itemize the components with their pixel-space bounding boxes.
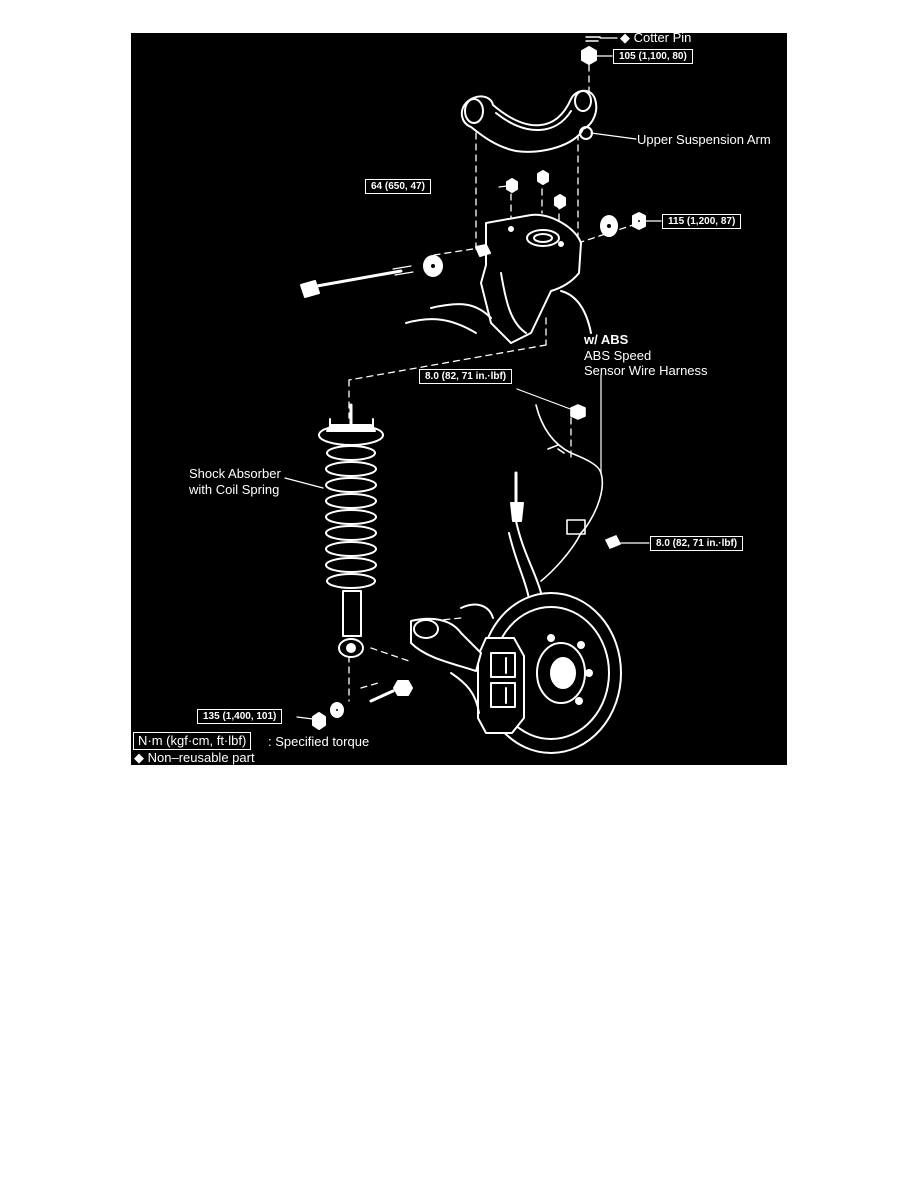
exploded-view-drawing — [284, 36, 662, 754]
pivot-washer-nut-shape — [600, 212, 646, 237]
pivot-bolt-shape — [300, 255, 443, 298]
torque-box-arm-nut: 105 (1,100, 80) — [613, 49, 693, 64]
shock-lower-fasteners-shape — [312, 680, 413, 730]
torque-box-mount-nuts: 64 (650, 47) — [365, 179, 431, 194]
abs-speed-label: ABS Speed — [584, 348, 652, 363]
torque-box-pivot-nut: 115 (1,200, 87) — [662, 214, 742, 229]
cotter-pin-label: ◆ Cotter Pin — [620, 33, 692, 45]
torque-box-sensor-lower: 8.0 (82, 71 in.·lbf) — [650, 536, 744, 551]
abs-harness-label: Sensor Wire Harness — [584, 363, 708, 378]
knuckle-brake-assembly-shape — [477, 471, 622, 754]
legend-unit-box: N·m (kgf·cm, ft·lbf) — [133, 732, 252, 750]
abs-title-label: w/ ABS — [584, 332, 629, 347]
legend-non-reusable: ◆ Non–reusable part — [134, 750, 255, 765]
cotter-pin-shape — [585, 36, 601, 42]
shock-absorber-shape — [318, 403, 384, 658]
legend-unit-text: : Specified torque — [268, 734, 370, 749]
frame-bracket-shape — [405, 213, 592, 344]
torque-box-shock-lower: 135 (1,400, 101) — [197, 709, 283, 724]
suspension-diagram: ◆ Cotter Pin 105 (1,100, 80) Upper Suspe… — [131, 33, 787, 765]
arm-nut-shape — [581, 46, 597, 65]
callout-leaders — [284, 37, 662, 720]
mount-nuts-shape — [506, 170, 566, 209]
abs-harness-shape — [535, 404, 621, 582]
torque-box-sensor-upper: 8.0 (82, 71 in.·lbf) — [419, 369, 513, 384]
lower-arm-shape — [410, 603, 494, 714]
upper-suspension-arm-label: Upper Suspension Arm — [637, 132, 771, 147]
shock-absorber-label-line2: with Coil Spring — [189, 482, 280, 497]
upper-suspension-arm-shape — [460, 89, 598, 153]
shock-absorber-label-line1: Shock Absorber — [189, 466, 281, 481]
